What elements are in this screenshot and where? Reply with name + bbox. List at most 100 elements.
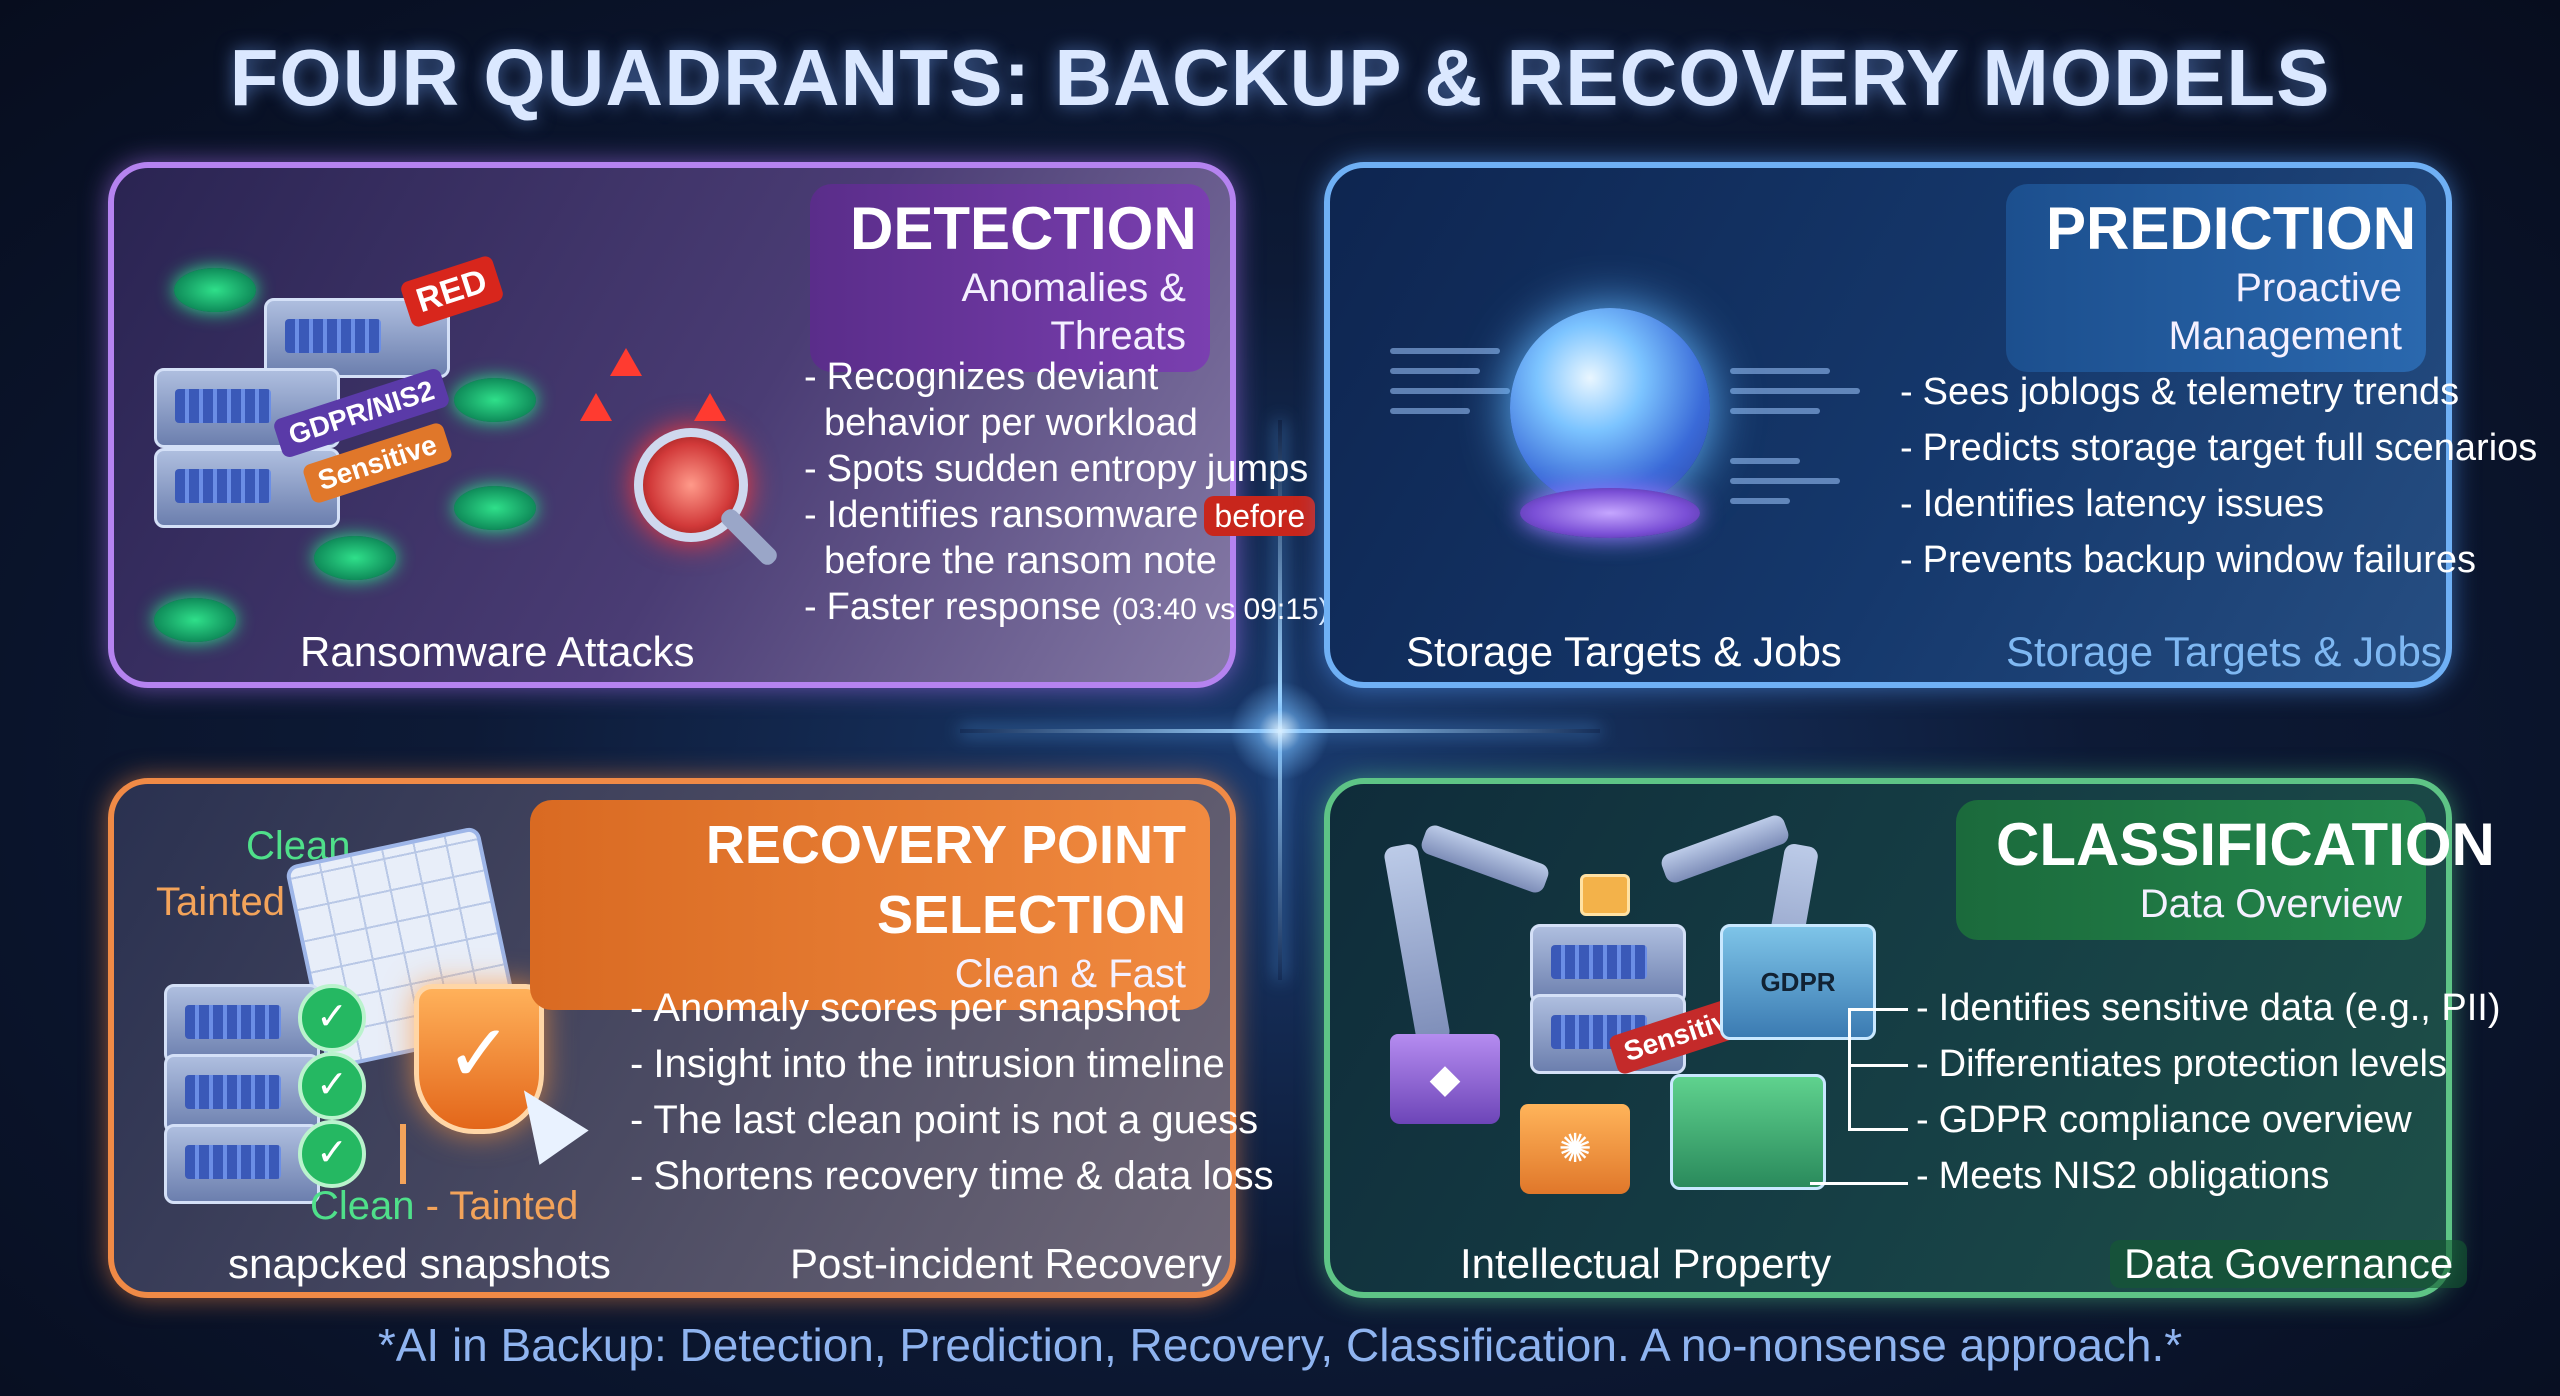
prediction-subtitle: Proactive Management (2168, 266, 2402, 358)
prediction-caption-left: Storage Targets & Jobs (1406, 628, 1842, 675)
check-icon: ✓ (298, 1120, 366, 1188)
recovery-caption-right: Post-incident Recovery (790, 1240, 1222, 1287)
server-icon (154, 368, 340, 448)
server-icon (154, 448, 340, 528)
classification-quadrant: Sensitive GDPR ◆ ✺ CLASSIFICATION Data O… (1324, 778, 2501, 1298)
connector-line (1848, 1064, 1908, 1067)
lock-icon (1580, 874, 1630, 916)
magnifier-icon (634, 428, 748, 542)
list-item: -Identifies latency issues (1900, 483, 2324, 525)
recovery-bullets: -Anomaly scores per snapshot -Insight in… (630, 980, 1274, 1204)
detection-subtitle: Anomalies & Threats (961, 266, 1186, 358)
list-item: before the ransom note (824, 540, 1217, 582)
code-line (1390, 388, 1510, 394)
shield-check-icon: ✓ (414, 984, 544, 1134)
detection-caption: Ransomware Attacks (300, 628, 695, 675)
prediction-title: PREDICTION (2046, 195, 2417, 262)
prediction-caption-right: Storage Targets & Jobs (2006, 628, 2442, 675)
detection-banner: DETECTION Anomalies & Threats (810, 184, 1210, 372)
connector-line (1848, 1008, 1908, 1011)
box-icon: GDPR (1720, 924, 1876, 1040)
list-item: -Predicts storage target full scenarios (1900, 427, 2538, 469)
recovery-banner: RECOVERY POINT SELECTION Clean & Fast (530, 800, 1210, 1010)
crystal-ball-icon (1510, 308, 1710, 508)
box-icon (1670, 1074, 1826, 1190)
code-line (1730, 478, 1840, 484)
robot-arm-icon (1658, 812, 1792, 886)
label-tainted-bottom: Tainted (449, 1184, 579, 1228)
label-dash: - (414, 1184, 450, 1228)
before-badge: before (1204, 496, 1316, 536)
list-item: -The last clean point is not a guess (630, 1098, 1259, 1142)
classification-caption-left: Intellectual Property (1460, 1240, 1832, 1287)
list-item: -Faster response (03:40 vs 09:15) (804, 586, 1329, 628)
folder-icon: ◆ (1390, 1034, 1500, 1124)
list-item: -GDPR compliance overview (1916, 1099, 2412, 1141)
detection-illustration: RED GDPR/NIS2 Sensitive (114, 168, 781, 688)
prediction-illustration (1330, 168, 1910, 688)
code-line (1390, 348, 1500, 354)
recovery-subtitle: Clean & Fast (954, 952, 1186, 996)
classification-title: CLASSIFICATION (1996, 811, 2495, 878)
server-icon (1530, 924, 1686, 1004)
detection-bullets: -Recognizes deviant behavior per workloa… (804, 354, 1329, 633)
check-icon: ✓ (298, 984, 366, 1052)
code-line (1730, 388, 1860, 394)
folder-icon: ✺ (1520, 1104, 1630, 1194)
detection-title: DETECTION (850, 195, 1197, 262)
list-item: -Recognizes deviant (804, 356, 1159, 398)
check-disk-icon (454, 486, 536, 530)
list-item: -Prevents backup window failures (1900, 539, 2477, 581)
time-compare: (03:40 vs 09:15) (1111, 593, 1329, 626)
warning-icon (610, 348, 642, 376)
prediction-banner: PREDICTION Proactive Management (2006, 184, 2426, 372)
list-item: -Shortens recovery time & data loss (630, 1154, 1274, 1198)
server-icon (164, 1054, 320, 1134)
robot-arm-icon (1418, 822, 1552, 896)
list-item: -Identifies sensitive data (e.g., PII) (1916, 987, 2501, 1029)
list-item: -Meets NIS2 obligations (1916, 1155, 2330, 1197)
warning-icon (694, 393, 726, 421)
list-item: -Insight into the intrusion timeline (630, 1042, 1225, 1086)
classification-banner: CLASSIFICATION Data Overview (1956, 800, 2495, 940)
code-line (1390, 368, 1480, 374)
list-item: -Sees joblogs & telemetry trends (1900, 371, 2460, 413)
list-item: -Anomaly scores per snapshot (630, 986, 1181, 1030)
check-disk-icon (454, 378, 536, 422)
footer-note: *AI in Backup: Detection, Prediction, Re… (377, 1319, 2183, 1371)
recovery-illustration: Clean Tainted ✓ ✓ ✓ ✓ (114, 784, 614, 1294)
code-line (1730, 458, 1800, 464)
code-line (1390, 408, 1470, 414)
label-clean-bottom: Clean (310, 1184, 415, 1228)
server-icon (264, 298, 450, 378)
code-line (1730, 368, 1830, 374)
label-clean-tainted: Clean - Tainted (310, 1184, 578, 1229)
list-item: -Differentiates protection levels (1916, 1043, 2447, 1085)
code-line (1730, 408, 1820, 414)
code-line (1730, 498, 1790, 504)
recovery-quadrant: Clean Tainted ✓ ✓ ✓ ✓ Clean - Tainted RE… (108, 778, 1274, 1298)
label-tainted: Tainted (156, 880, 285, 924)
connector-line (1810, 1182, 1908, 1185)
server-icon (164, 1124, 320, 1204)
magnifier-handle (717, 505, 781, 569)
check-icon: ✓ (298, 1052, 366, 1120)
recovery-caption-left: snapcked snapshots (228, 1240, 611, 1287)
classification-subtitle: Data Overview (2139, 882, 2402, 926)
prediction-bullets: -Sees joblogs & telemetry trends -Predic… (1900, 364, 2537, 588)
detection-quadrant: RED GDPR/NIS2 Sensitive DETECTION Anomal… (108, 162, 1329, 688)
connector-line (1848, 1128, 1908, 1131)
tag-red: RED (399, 254, 505, 329)
robot-arm-icon (1382, 842, 1452, 1046)
arrow-up-icon (400, 1124, 406, 1184)
classification-bullets: -Identifies sensitive data (e.g., PII) -… (1916, 980, 2501, 1204)
prediction-quadrant: PREDICTION Proactive Management -Sees jo… (1324, 162, 2537, 688)
warning-icon (580, 393, 612, 421)
check-disk-icon (314, 536, 396, 580)
list-item: behavior per workload (824, 402, 1198, 444)
check-disk-icon (154, 598, 236, 642)
classification-caption-right: Data Governance (2110, 1240, 2468, 1288)
connector-line (1848, 1008, 1851, 1130)
crystal-ball-base (1520, 488, 1700, 538)
